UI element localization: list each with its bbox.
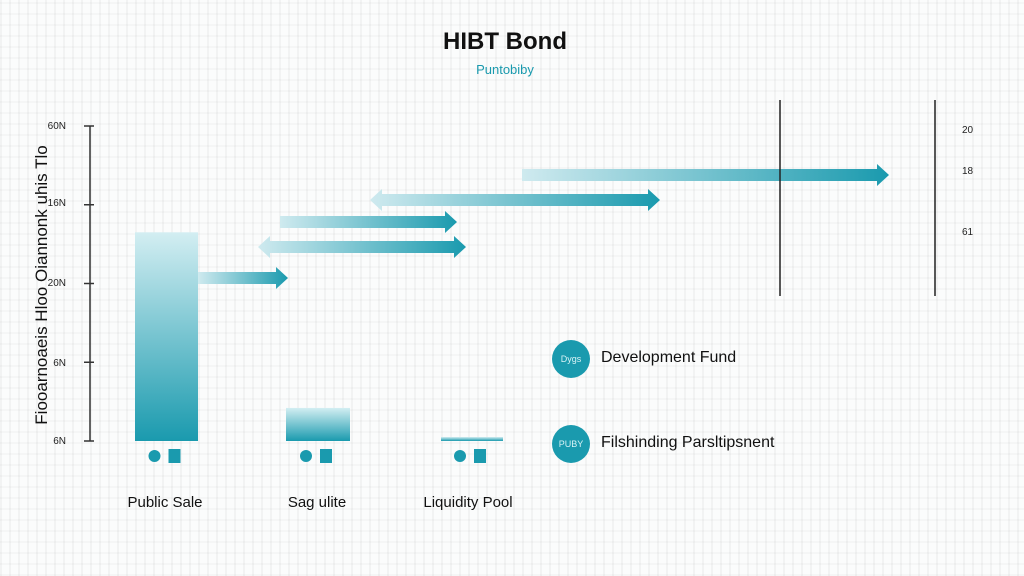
right-tick-label: 18 <box>962 166 974 177</box>
y-tick-label: 20N <box>47 278 66 289</box>
legend-label: Development Fund <box>601 349 737 366</box>
y-tick-label: 6N <box>53 436 66 447</box>
category-label: Public Sale <box>127 494 203 511</box>
flow-arrow <box>280 211 457 233</box>
flow-arrow <box>258 236 466 258</box>
bar <box>286 407 350 441</box>
right-tick-label: 20 <box>962 125 974 136</box>
category-label: Liquidity Pool <box>423 494 513 511</box>
chart-title: HIBT Bond <box>443 28 567 55</box>
flow-arrow <box>198 267 288 289</box>
y-tick-label: 6N <box>53 358 66 369</box>
y-tick-label: 60N <box>47 121 66 132</box>
category-icon <box>474 449 486 463</box>
category-label: Sag ulite <box>287 494 347 511</box>
person-icon <box>148 450 161 462</box>
bar <box>441 437 503 441</box>
chart-subtitle: Puntobiby <box>476 62 534 77</box>
person-icon <box>454 450 466 462</box>
legend-badge-icon: PUBY <box>552 425 590 463</box>
person-icon <box>300 450 312 462</box>
legend-badge-icon: Dygs <box>552 340 590 378</box>
right-tick-label: 61 <box>962 227 974 238</box>
category-icon <box>320 449 332 463</box>
flow-arrow <box>522 164 889 186</box>
y-axis <box>84 125 94 442</box>
bar <box>135 232 198 441</box>
legend-label: Filshinding Parsltipsnent <box>601 434 775 451</box>
y-tick-label: 16N <box>47 198 66 209</box>
category-icon <box>168 449 181 463</box>
flow-arrow <box>370 189 660 211</box>
